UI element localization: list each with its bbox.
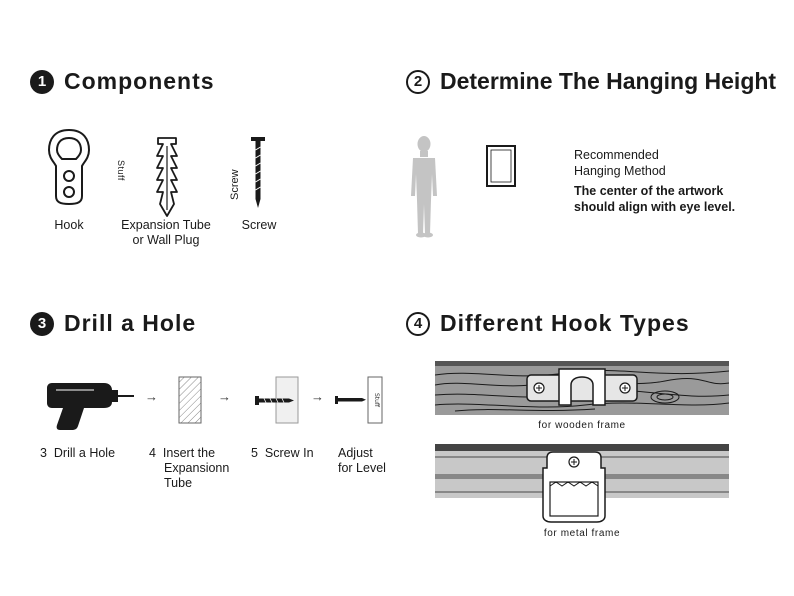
wall-plug-icon <box>156 137 178 217</box>
recommended-line2: Hanging Method <box>574 164 666 178</box>
section-number-badge: 1 <box>30 69 54 94</box>
svg-text:Stuff: Stuff <box>373 393 380 408</box>
metal-frame-hook-icon <box>435 444 729 523</box>
drill-icon <box>47 383 134 430</box>
section-drill-title: 3 Drill a Hole <box>30 310 196 337</box>
hook-label: Hook <box>54 218 84 232</box>
step-2: 4 Insert the <box>149 446 215 461</box>
wall-section-icon <box>178 376 202 424</box>
metal-frame-caption: for metal frame <box>543 528 621 539</box>
step-3: 5 Screw In <box>251 446 314 461</box>
step-arrow: → <box>311 389 324 404</box>
tube-label-line1: Expansion Tube <box>121 218 211 232</box>
step-1: 3 Drill a Hole <box>40 446 115 461</box>
step-number: 3 <box>40 446 47 460</box>
step-text: Insert the <box>162 446 216 460</box>
recommended-line4: should align with eye level. <box>574 200 736 214</box>
step-text: Adjust <box>338 446 373 460</box>
wooden-frame-caption: for wooden frame <box>538 420 626 431</box>
section-title: Drill a Hole <box>64 310 197 336</box>
tube-side-text: Stuff <box>116 160 126 181</box>
section-number-badge: 3 <box>30 311 54 336</box>
step-text: Screw In <box>264 446 314 460</box>
wooden-frame-hook-icon <box>435 361 729 415</box>
step-text: for Level <box>338 461 386 475</box>
screw-into-wall-icon <box>255 376 299 424</box>
screw-label: Screw <box>241 218 277 232</box>
section-title: Components <box>64 68 215 94</box>
hook-icon <box>47 128 91 206</box>
section-number-badge: 2 <box>406 69 430 94</box>
step-number: 4 <box>149 446 156 460</box>
section-number-badge: 4 <box>406 311 430 336</box>
recommended-line3: The center of the artwork <box>574 184 724 198</box>
recommended-line1: Recommended <box>574 148 659 162</box>
step-text: Tube <box>164 476 193 490</box>
section-hooks-title: 4 Different Hook Types <box>406 310 690 337</box>
section-components-title: 1 Components <box>30 68 215 95</box>
person-silhouette-icon <box>411 136 437 238</box>
tube-label-line2: or Wall Plug <box>132 233 200 247</box>
section-title: Different Hook Types <box>440 310 690 336</box>
step-text: Drill a Hole <box>53 446 116 460</box>
section-height-title: 2 Determine The Hanging Height <box>406 68 776 95</box>
section-title: Determine The Hanging Height <box>440 68 777 94</box>
step-arrow: → <box>218 389 231 404</box>
artwork-frame-icon <box>486 145 516 187</box>
step-text: Expansionn <box>164 461 230 475</box>
adjust-level-icon: Stuff <box>335 376 383 424</box>
screw-side-text: Screw <box>229 169 241 200</box>
screw-icon <box>251 137 265 208</box>
step-number: 5 <box>251 446 258 460</box>
step-arrow: → <box>145 389 158 404</box>
